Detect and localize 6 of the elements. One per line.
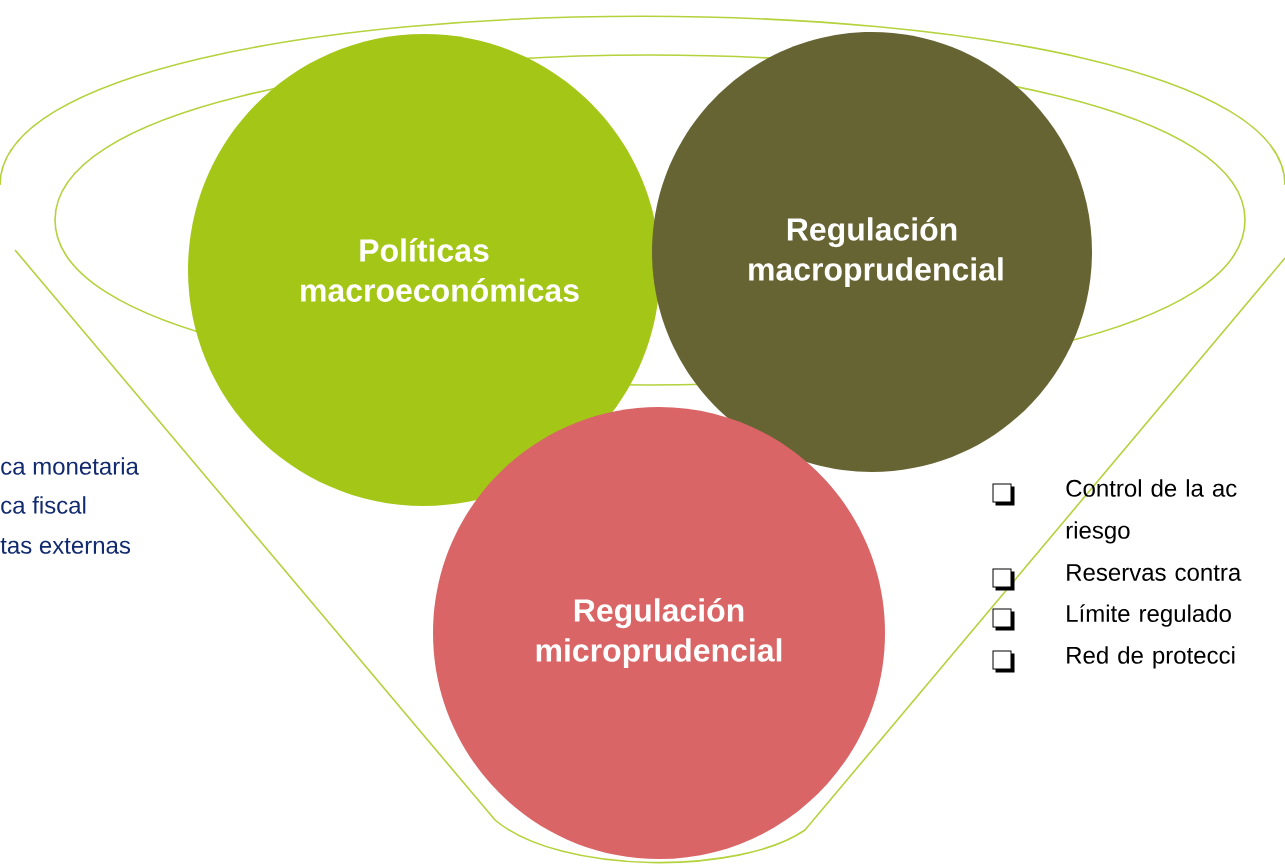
list-item: ca monetaria [1, 457, 139, 475]
list-item: Red de protecci [1067, 646, 1235, 669]
list-item: Reservas contra [1067, 564, 1242, 581]
list-item: tas externas [0, 538, 131, 554]
list-item: Límite regulado [1067, 604, 1231, 627]
list-item: ca fiscal [1, 496, 86, 514]
